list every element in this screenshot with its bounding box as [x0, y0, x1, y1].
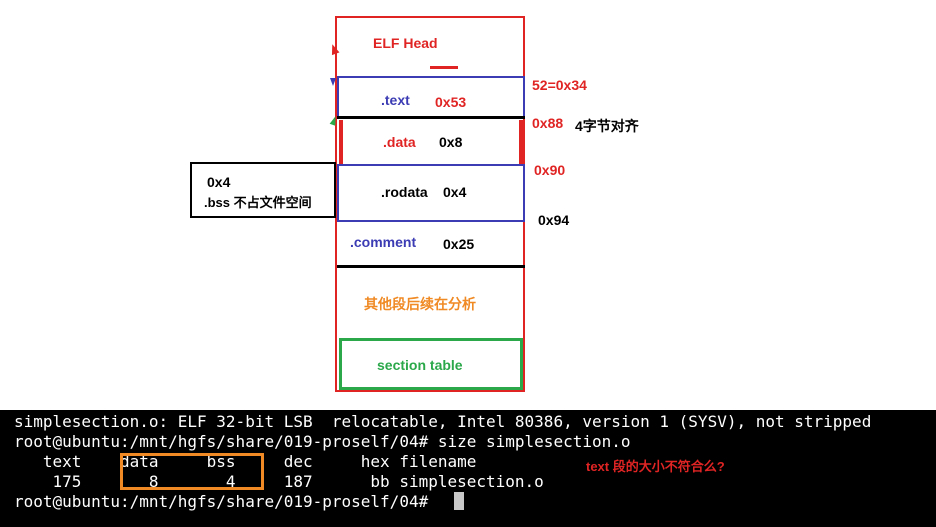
text-size-question: text 段的大小不符合么? — [586, 459, 725, 474]
data-bss-highlight-box — [120, 453, 264, 490]
section-table-label: section table — [377, 357, 463, 373]
comment-section-name: .comment — [350, 234, 417, 250]
elf-head-label: ELF Head — [373, 35, 438, 51]
text-section-name: .text — [381, 92, 410, 108]
terminal-line-size-command: root@ubuntu:/mnt/hgfs/share/019-proself/… — [14, 432, 631, 451]
data-section-size: 0x8 — [439, 134, 463, 150]
terminal-line-size-header: text data bss dec hex filename — [14, 452, 477, 471]
section-table-box: section table — [339, 338, 523, 390]
text-offset-label: 52=0x34 — [532, 77, 587, 93]
comment-other-divider — [337, 265, 525, 268]
data-offset-label: 0x88 — [532, 115, 564, 131]
terminal-panel[interactable]: simplesection.o: ELF 32-bit LSB relocata… — [0, 410, 936, 527]
bss-note-box: 0x4 .bss 不占文件空间 — [190, 162, 336, 218]
elf-head-underline — [430, 66, 458, 69]
data-section-name: .data — [383, 134, 416, 150]
terminal-line-file-output: simplesection.o: ELF 32-bit LSB relocata… — [14, 412, 872, 431]
bss-note-label: .bss 不占文件空间 — [204, 195, 312, 210]
other-sections-label: 其他段后续在分析 — [364, 296, 476, 312]
text-data-divider — [337, 116, 525, 119]
text-section-size: 0x53 — [435, 94, 467, 110]
rodata-section-name: .rodata — [381, 184, 428, 200]
rodata-section-box: .rodata 0x4 — [337, 164, 525, 222]
terminal-cursor — [454, 492, 464, 510]
data-section-box: .data 0x8 — [339, 120, 523, 164]
rodata-section-size: 0x4 — [443, 184, 467, 200]
elf-layout-diagram: ELF Head .text 0x53 .data 0x8 .rodata 0x… — [335, 16, 525, 392]
terminal-line-size-values: 175 8 4 187 bb simplesection.o — [14, 472, 544, 491]
rodata-offset-label: 0x90 — [534, 162, 566, 178]
text-section-box: .text 0x53 — [337, 76, 525, 118]
comment-section-size: 0x25 — [443, 236, 475, 252]
data-align-note: 4字节对齐 — [575, 118, 639, 134]
comment-offset-label: 0x94 — [538, 212, 570, 228]
bss-size: 0x4 — [207, 174, 231, 190]
arrow-down-icon — [330, 78, 336, 86]
terminal-line-prompt: root@ubuntu:/mnt/hgfs/share/019-proself/… — [14, 492, 438, 511]
